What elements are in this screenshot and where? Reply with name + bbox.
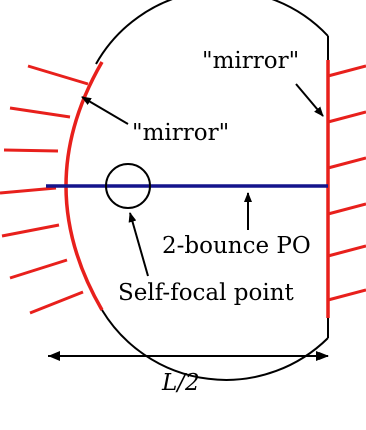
label-mirror-right: "mirror": [202, 48, 299, 74]
left-mirror-hatch: [0, 186, 57, 195]
billiard-boundary-bottom: [101, 309, 329, 381]
label-self-focal-point: Self-focal point: [118, 280, 295, 306]
arrow-to-self-focal-point: [128, 212, 149, 277]
left-mirror-hatch: [27, 64, 89, 86]
billiard-boundary-top: [95, 0, 329, 65]
left-mirror-hatch: [29, 290, 84, 315]
right-mirror-hatch: [327, 156, 366, 170]
left-mirror-hatch: [9, 258, 68, 280]
left-mirror-hatch: [1, 223, 60, 238]
self-focal-circle: [105, 163, 151, 209]
label-dimension: L/2: [161, 370, 200, 396]
arrow-to-right-mirror: [295, 83, 324, 117]
label-mirror-left: "mirror": [132, 120, 229, 146]
left-mirror-hatch: [3, 148, 59, 153]
right-mirror-hatch: [327, 110, 366, 124]
right-mirror-hatch: [327, 64, 366, 78]
left-mirror-hatch: [9, 106, 71, 119]
right-mirror-hatch: [327, 288, 366, 302]
dimension-arrowhead-right: [316, 351, 328, 361]
right-mirror-hatch: [327, 202, 366, 216]
dimension-arrowhead-left: [48, 351, 60, 361]
right-mirror-hatch: [327, 244, 366, 258]
label-two-bounce-po: 2-bounce PO: [162, 233, 311, 259]
arrow-to-left-mirror: [81, 96, 129, 125]
right-mirror: [326, 60, 366, 318]
